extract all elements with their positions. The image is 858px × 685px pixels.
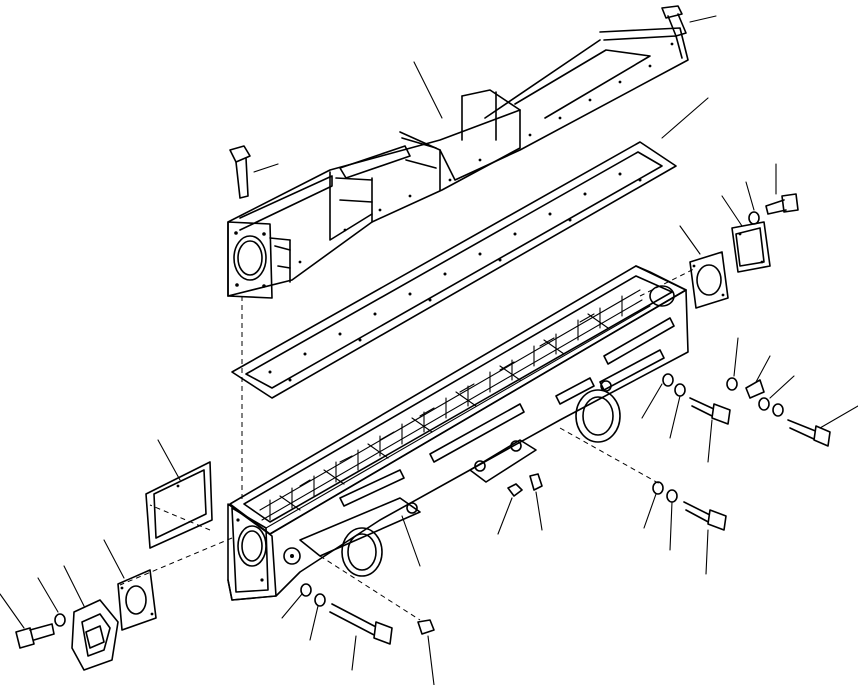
left-end-cover: [63, 565, 119, 671]
bottom-bolt: [329, 603, 393, 671]
right-end-gasket: [679, 225, 729, 309]
upper-gasket: [231, 97, 709, 399]
left-washer: [37, 577, 66, 627]
side-washer-set: [281, 337, 795, 641]
bottom-nut: [417, 619, 435, 685]
left-bolt: [0, 593, 55, 649]
manifold-housing: [227, 265, 689, 601]
top-mounting-bolt: [661, 5, 717, 37]
right-washer: [745, 181, 760, 225]
left-end-gasket: [145, 439, 213, 549]
upper-duct-cover: [227, 27, 689, 299]
right-bolt: [765, 163, 799, 215]
left-flange-gasket: [103, 539, 157, 631]
cover-bolt: [229, 145, 279, 199]
housing-interior-cells: [259, 289, 651, 529]
right-end-cover: [721, 195, 771, 273]
side-bolt: [683, 397, 858, 575]
